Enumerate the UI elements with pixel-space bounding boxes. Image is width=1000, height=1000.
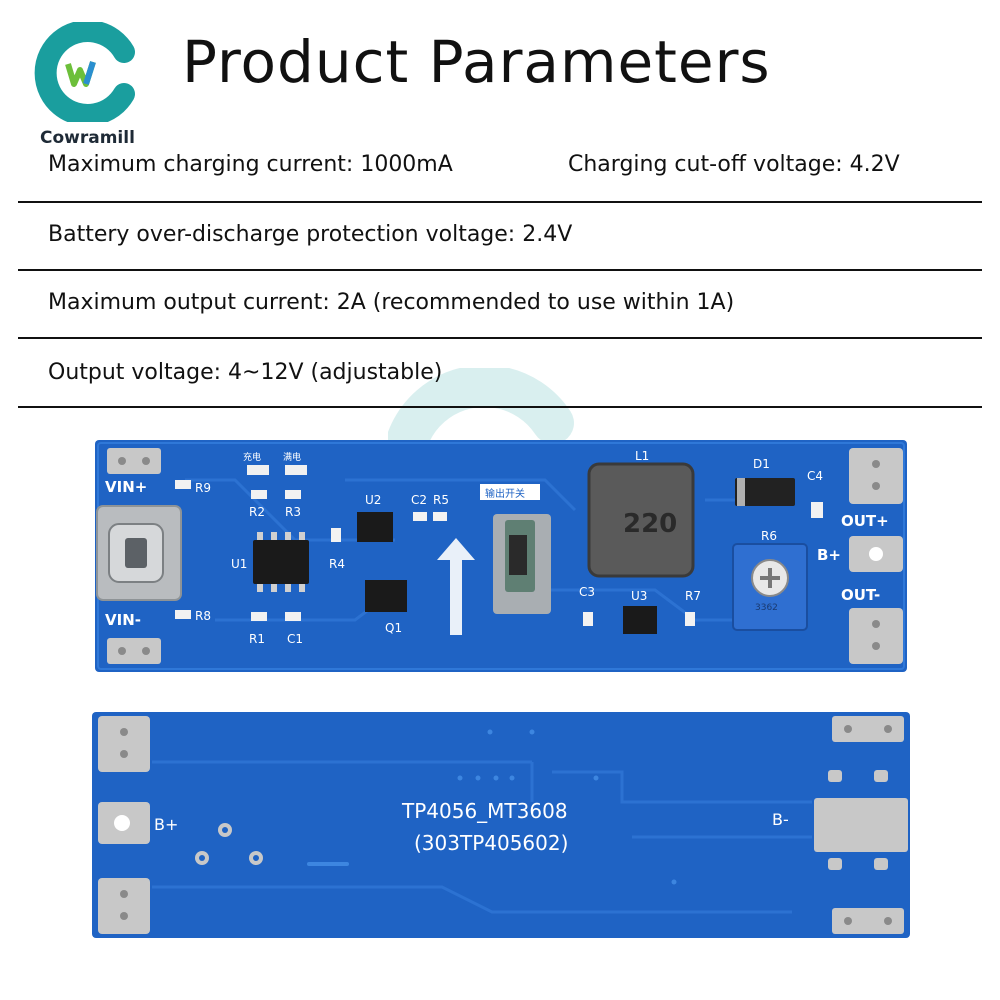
silk-c1: C1: [287, 632, 303, 646]
silk-vin-plus: VIN+: [105, 478, 147, 496]
divider: [18, 201, 982, 203]
brand-logo-icon: [32, 20, 140, 126]
silk-c3: C3: [579, 585, 595, 599]
board-part-number: (303TP405602): [414, 831, 568, 855]
silk-c4: C4: [807, 469, 823, 483]
silk-bottom-b-plus: B+: [154, 815, 178, 834]
pot-marking: 3362: [755, 603, 778, 613]
divider: [18, 337, 982, 339]
divider: [18, 406, 982, 408]
inductor-marking: 220: [623, 509, 677, 539]
pad-vin-plus: [107, 448, 161, 474]
silk-switch-label: 输出开关: [485, 487, 525, 500]
silk-u2: U2: [365, 493, 381, 507]
pad-vin-minus: [107, 638, 161, 664]
silk-r7: R7: [685, 589, 701, 603]
silk-b-plus: B+: [817, 546, 841, 564]
spec-over-discharge: Battery over-discharge protection voltag…: [48, 222, 573, 247]
pcb-top-view: VIN+ VIN- R9 R8 充电 满电 R2 R3 U1 R1 C1 U2 …: [95, 440, 907, 672]
silk-vin-minus: VIN-: [105, 611, 141, 629]
silk-c2: C2: [411, 493, 427, 507]
spec-max-charging-current: Maximum charging current: 1000mA: [48, 152, 453, 177]
silk-r4: R4: [329, 557, 345, 571]
silk-led-charge: 充电: [243, 451, 261, 463]
silk-bottom-b-minus: B-: [772, 810, 789, 829]
board-model-label: TP4056_MT3608: [401, 799, 568, 823]
silk-r3: R3: [285, 505, 301, 519]
silk-l1: L1: [635, 449, 649, 463]
silk-r9: R9: [195, 481, 211, 495]
silk-led-full: 满电: [283, 451, 301, 463]
silk-out-plus: OUT+: [841, 512, 889, 530]
silk-r8: R8: [195, 609, 211, 623]
silk-r5: R5: [433, 493, 449, 507]
page-title: Product Parameters: [182, 28, 771, 96]
silk-out-minus: OUT-: [841, 586, 880, 604]
spec-cutoff-voltage: Charging cut-off voltage: 4.2V: [568, 152, 900, 177]
silk-d1: D1: [753, 457, 770, 471]
silk-r1: R1: [249, 632, 265, 646]
silk-r6: R6: [761, 529, 777, 543]
pcb-bottom-view: B+ B- TP4056_MT3608 (303TP405602): [92, 712, 910, 938]
silk-q1: Q1: [385, 621, 402, 635]
silk-u3: U3: [631, 589, 647, 603]
silk-r2: R2: [249, 505, 265, 519]
spec-output-voltage: Output voltage: 4~12V (adjustable): [48, 360, 443, 385]
brand-name: Cowramill: [40, 128, 135, 148]
spec-max-output-current: Maximum output current: 2A (recommended …: [48, 290, 735, 315]
silk-u1: U1: [231, 557, 247, 571]
divider: [18, 269, 982, 271]
